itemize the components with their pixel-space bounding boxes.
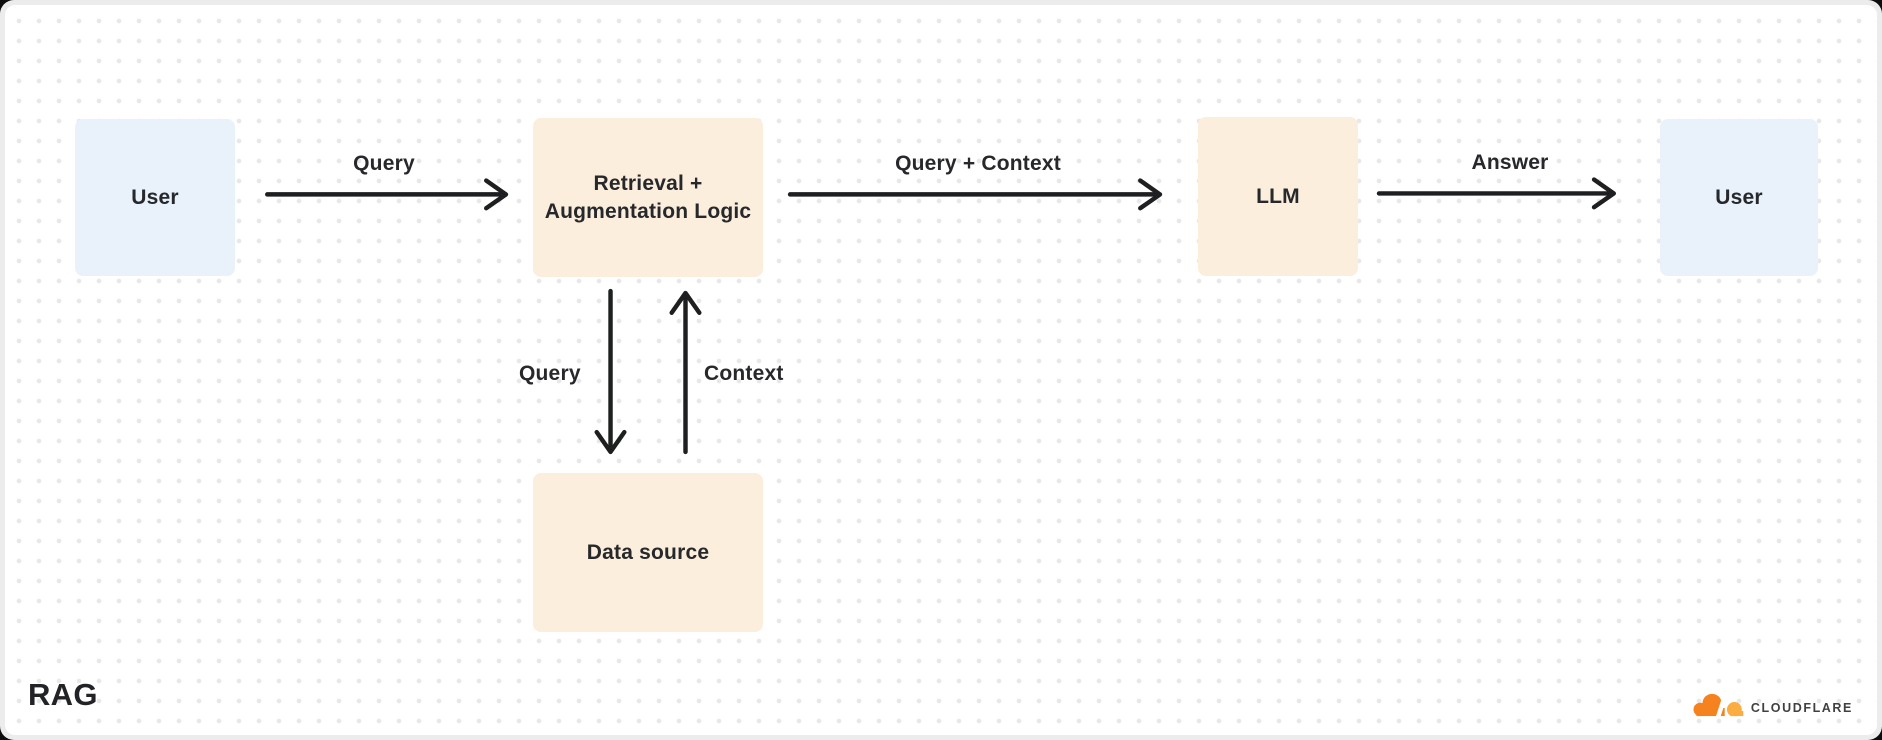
edge-label-query: Query [353,152,415,175]
node-label: LLM [1256,184,1300,208]
edge-label-context-up: Context [704,362,784,385]
arrow-datasource-to-retrieval [669,290,702,455]
node-retrieval-augmentation-logic: Retrieval + Augmentation Logic [533,118,763,277]
node-data-source: Data source [533,473,763,632]
cloudflare-cloud-icon [1691,693,1747,719]
cloudflare-logo: CLOUDFLARE [1691,691,1853,719]
arrow-retrieval-to-llm [787,178,1163,211]
arrows-layer [265,177,1617,455]
edge-label-query-down: Query [519,362,581,385]
arrow-llm-to-user [1376,177,1617,210]
node-label: Data source [586,540,710,564]
arrow-retrieval-to-datasource [594,288,627,455]
edge-label-query-context: Query + Context [895,152,1061,175]
node-user-left: User [75,119,235,276]
node-label: Retrieval + Augmentation Logic [544,171,752,223]
edge-label-answer: Answer [1471,151,1549,174]
diagram-title: RAG [28,677,98,712]
node-llm: LLM [1198,117,1358,276]
cloudflare-wordmark: CLOUDFLARE [1750,701,1853,715]
arrow-user-to-retrieval [265,178,509,211]
node-label: User [131,185,179,209]
node-label: User [1715,185,1763,209]
node-user-right: User [1660,119,1818,276]
diagram-canvas: User Retrieval + Augmentation Logic LLM … [5,5,1877,735]
